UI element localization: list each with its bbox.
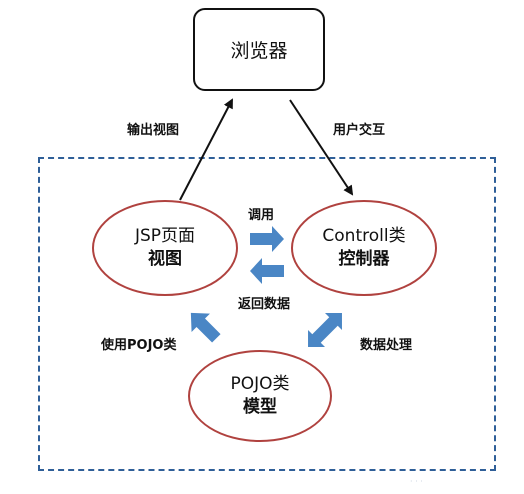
call-block-arrow <box>250 226 284 252</box>
jsp-view-title: JSP页面 <box>134 226 196 247</box>
output-view-arrow <box>179 98 233 201</box>
pojo-title: POJO类 <box>230 374 290 395</box>
use-pojo-label: 使用POJO类 <box>101 338 177 353</box>
pojo-model-node: POJO类 模型 <box>188 350 332 442</box>
pojo-subtitle: 模型 <box>243 397 277 417</box>
browser-box: 浏览器 <box>193 8 325 91</box>
controller-node: Controll类 控制器 <box>291 200 437 296</box>
use-pojo-block-arrow <box>190 312 221 343</box>
controller-title: Controll类 <box>322 226 406 247</box>
return-block-arrow <box>250 258 284 284</box>
user-interaction-label: 用户交互 <box>333 123 386 138</box>
output-view-label: 输出视图 <box>127 123 180 138</box>
app-boundary-frame <box>38 157 496 471</box>
return-data-label: 返回数据 <box>238 297 291 312</box>
jsp-view-node: JSP页面 视图 <box>92 200 238 296</box>
jsp-view-subtitle: 视图 <box>148 249 182 269</box>
data-processing-label: 数据处理 <box>360 338 413 353</box>
user-interaction-arrow <box>289 99 354 196</box>
call-label: 调用 <box>248 208 275 223</box>
browser-label: 浏览器 <box>230 40 288 62</box>
watermark: · · · <box>410 477 423 486</box>
data-processing-block-arrow <box>308 313 342 347</box>
controller-subtitle: 控制器 <box>338 249 390 269</box>
